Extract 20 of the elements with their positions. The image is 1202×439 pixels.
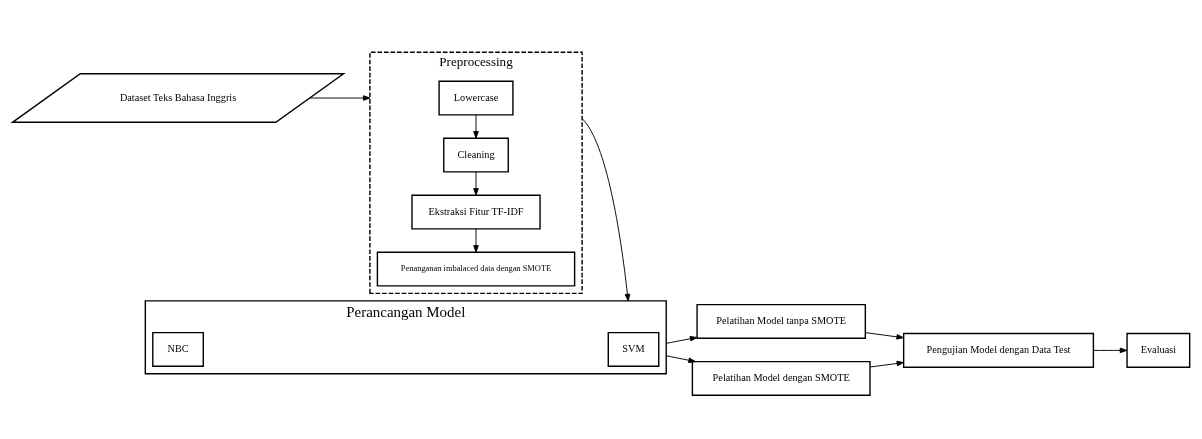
node-box: Lowercase [438, 80, 514, 116]
node-box: Cleaning [443, 137, 509, 173]
arrow [864, 331, 904, 340]
node-box: Evaluasi [1126, 332, 1191, 368]
arrow [473, 113, 479, 139]
node-box: Pengujian Model dengan Data Test [902, 332, 1095, 368]
arrow [309, 94, 371, 101]
node-box: Pelatihan Model dengan SMOTE [691, 360, 871, 396]
arrow [473, 171, 479, 196]
node-box: Ekstraksi Fitur TF-IDF [411, 194, 541, 230]
arrow [473, 228, 479, 253]
arrow [869, 360, 905, 367]
arrow [665, 354, 696, 363]
node-box: SVM [607, 331, 660, 367]
arrow [581, 117, 631, 301]
node-box: Penanganan imbalaced data dengan SMOTE [376, 251, 576, 287]
node-box: NBC [152, 331, 204, 367]
arrow [1093, 347, 1128, 353]
node-box: Pelatihan Model tanpa SMOTE [696, 303, 867, 339]
arrow [665, 335, 698, 344]
